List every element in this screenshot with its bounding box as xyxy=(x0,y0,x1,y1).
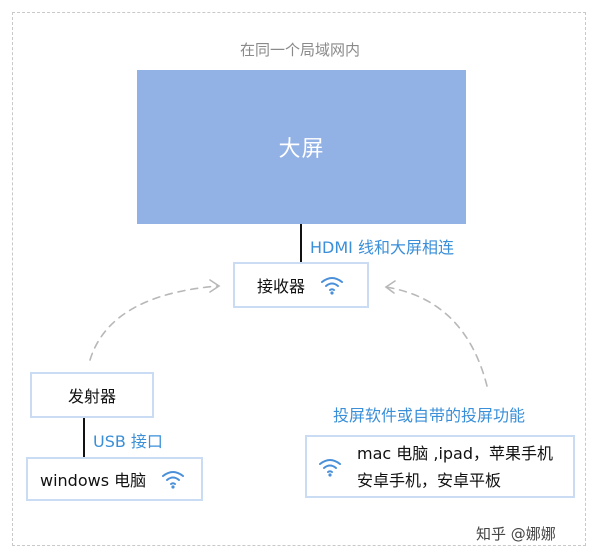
transmitter-box: 发射器 xyxy=(30,372,154,418)
wifi-icon xyxy=(319,274,345,296)
device-line-android: 安卓手机，安卓平板 xyxy=(357,470,502,490)
left-arrowhead xyxy=(209,279,221,293)
lan-boundary xyxy=(12,12,586,546)
transmitter-label: 发射器 xyxy=(67,387,116,406)
windows-pc-box: windows 电脑 xyxy=(26,457,203,501)
receiver-label: 接收器 xyxy=(256,277,305,296)
receiver-box: 接收器 xyxy=(233,262,369,308)
wifi-icon xyxy=(317,456,343,478)
right-dashed-arrow xyxy=(385,286,488,387)
left-dashed-arrow xyxy=(89,285,219,361)
software-label: 投屏软件或自带的投屏功能 xyxy=(333,406,526,425)
windows-pc-label: windows 电脑 xyxy=(40,471,147,490)
device-list: mac 电脑 ,ipad，苹果手机 安卓手机，安卓平板 xyxy=(357,444,553,490)
devices-box: mac 电脑 ,ipad，苹果手机 安卓手机，安卓平板 xyxy=(305,435,575,498)
hdmi-label: HDMI 线和大屏相连 xyxy=(310,238,454,257)
watermark: 知乎 @娜娜 xyxy=(476,525,556,543)
usb-label: USB 接口 xyxy=(93,432,163,451)
lan-caption: 在同一个局域网内 xyxy=(239,41,360,59)
big-screen-label: 大屏 xyxy=(278,137,325,162)
wifi-icon xyxy=(160,468,186,490)
big-screen: 大屏 xyxy=(137,70,466,224)
usb-line xyxy=(83,418,85,457)
right-arrowhead xyxy=(384,280,396,294)
hdmi-line xyxy=(300,224,302,262)
device-line-apple: mac 电脑 ,ipad，苹果手机 xyxy=(357,443,554,463)
